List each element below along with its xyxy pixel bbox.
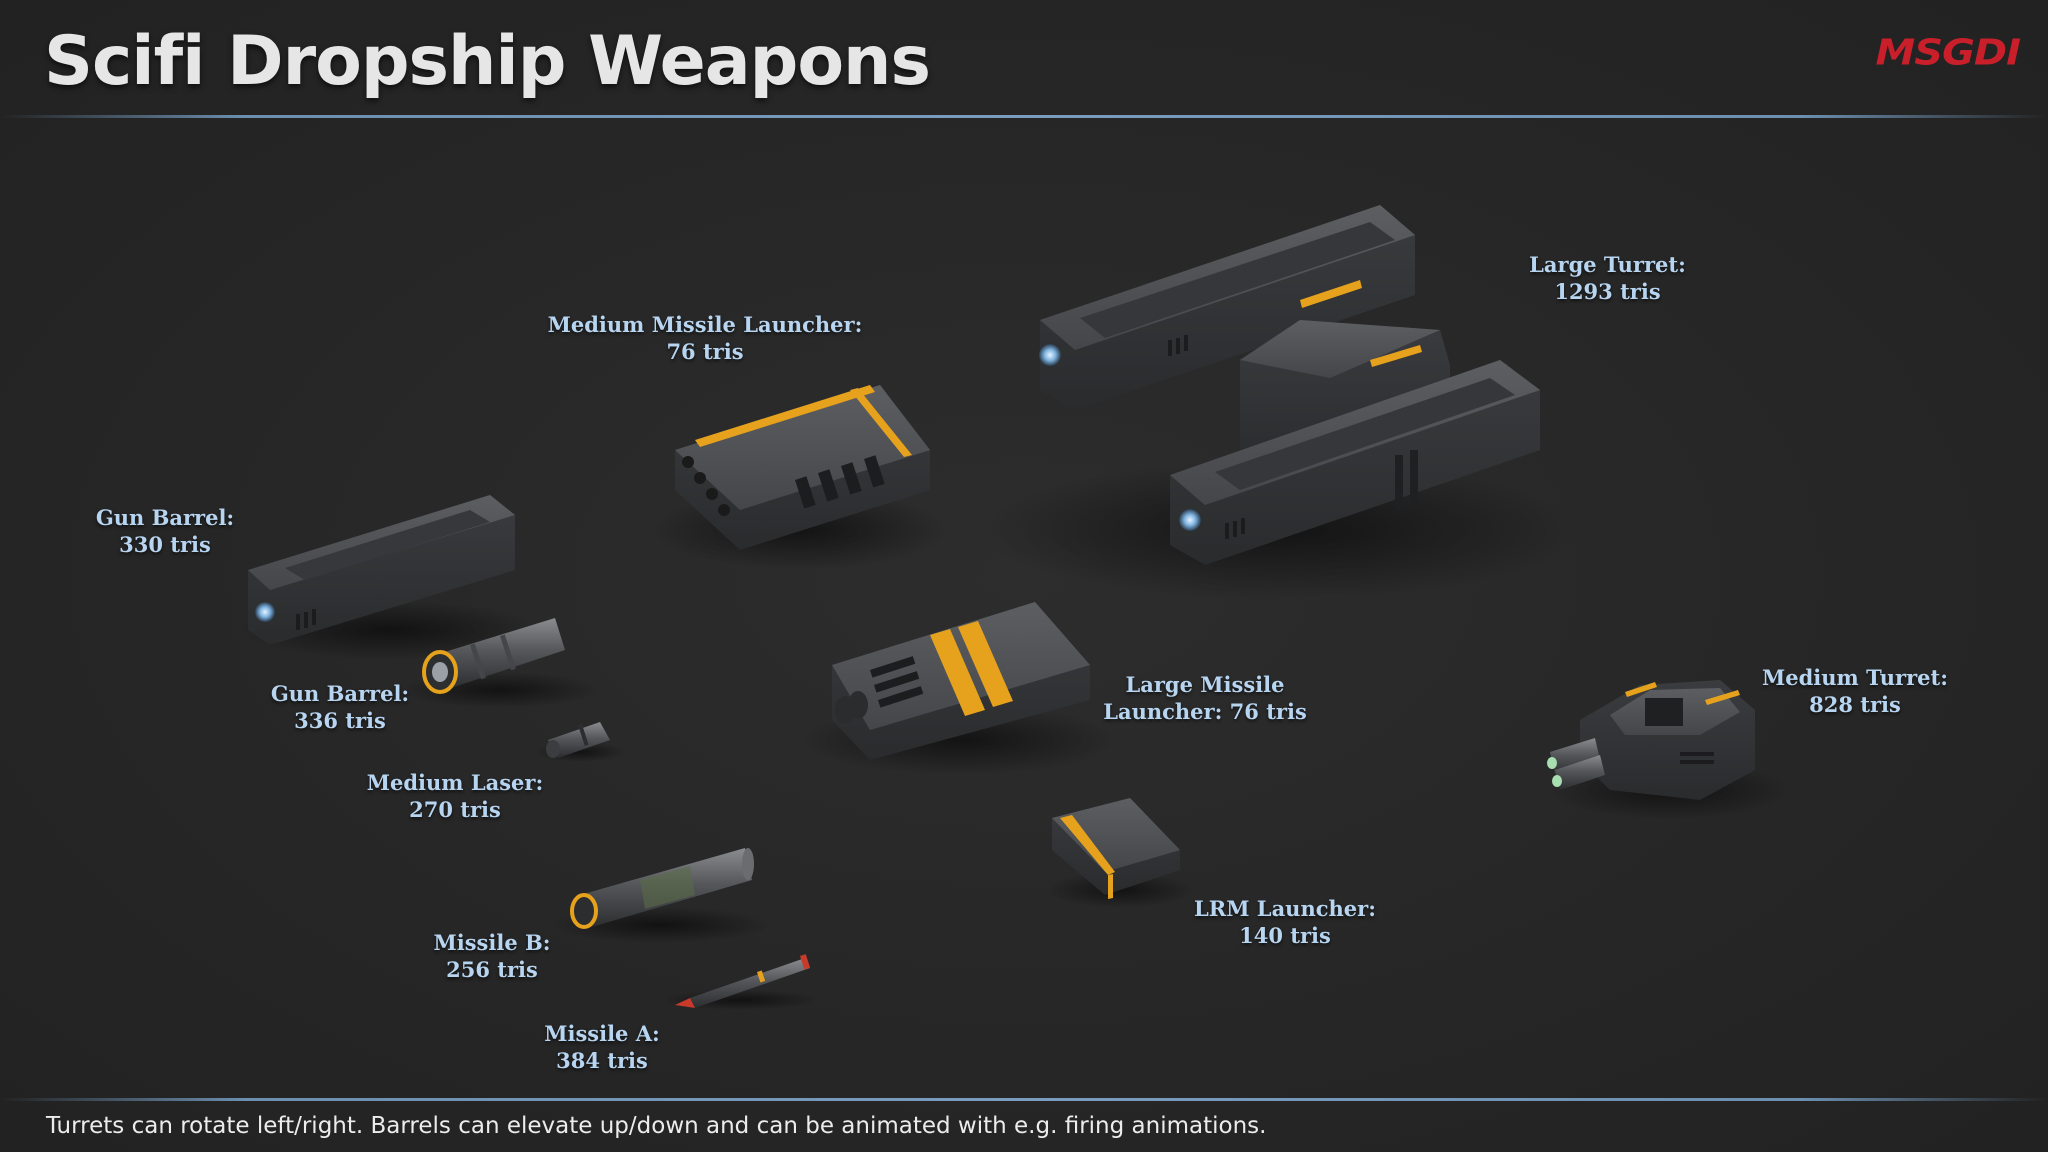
gun-barrel-a-name: Gun Barrel: bbox=[95, 505, 235, 530]
medium-laser-model bbox=[535, 722, 625, 762]
missile-b-tris: 256 tris bbox=[446, 957, 538, 982]
large-turret-label: Large Turret: 1293 tris bbox=[1505, 251, 1710, 305]
large-turret-tris: 1293 tris bbox=[1554, 279, 1661, 304]
msgdi-logo: MSGDI bbox=[1875, 32, 2021, 74]
medium-turret-tris: 828 tris bbox=[1809, 692, 1901, 717]
lrm-launcher-model bbox=[1045, 798, 1195, 908]
medium-turret-label: Medium Turret: 828 tris bbox=[1755, 664, 1955, 718]
gun-barrel-a-model bbox=[240, 495, 540, 660]
large-turret-model bbox=[980, 205, 1580, 600]
medium-laser-label: Medium Laser: 270 tris bbox=[355, 769, 555, 823]
gun-barrel-b-tris: 336 tris bbox=[294, 708, 386, 733]
medium-missile-launcher-name: Medium Missile Launcher: bbox=[547, 312, 863, 337]
missile-a-tris: 384 tris bbox=[556, 1048, 648, 1073]
large-turret-name: Large Turret: bbox=[1529, 252, 1686, 277]
large-missile-launcher-label: Large Missile Launcher: 76 tris bbox=[1100, 671, 1310, 725]
missile-a-model bbox=[660, 954, 820, 1010]
medium-turret-name: Medium Turret: bbox=[1762, 665, 1948, 690]
gun-barrel-b-name: Gun Barrel: bbox=[270, 681, 410, 706]
gun-barrel-b-label: Gun Barrel: 336 tris bbox=[250, 680, 430, 734]
missile-b-label: Missile B: 256 tris bbox=[412, 929, 572, 983]
large-missile-launcher-tris: Launcher: 76 tris bbox=[1103, 699, 1307, 724]
medium-laser-tris: 270 tris bbox=[409, 797, 501, 822]
footer-divider bbox=[0, 1098, 2048, 1101]
page-title: Scifi Dropship Weapons bbox=[44, 22, 931, 101]
large-missile-launcher-name: Large Missile bbox=[1125, 672, 1285, 697]
medium-missile-launcher-label: Medium Missile Launcher: 76 tris bbox=[545, 311, 865, 365]
header-divider bbox=[0, 115, 2048, 118]
lrm-launcher-tris: 140 tris bbox=[1239, 923, 1331, 948]
medium-missile-launcher-tris: 76 tris bbox=[666, 339, 744, 364]
lrm-launcher-name: LRM Launcher: bbox=[1194, 896, 1376, 921]
lrm-launcher-label: LRM Launcher: 140 tris bbox=[1190, 895, 1380, 949]
missile-b-model bbox=[550, 848, 770, 943]
medium-laser-name: Medium Laser: bbox=[366, 770, 544, 795]
footer-note: Turrets can rotate left/right. Barrels c… bbox=[46, 1113, 1267, 1139]
missile-b-name: Missile B: bbox=[433, 930, 551, 955]
missile-a-label: Missile A: 384 tris bbox=[522, 1020, 682, 1074]
medium-turret-model bbox=[1547, 680, 1790, 820]
gun-barrel-b-model bbox=[400, 618, 600, 708]
gun-barrel-a-tris: 330 tris bbox=[119, 532, 211, 557]
missile-a-name: Missile A: bbox=[544, 1021, 660, 1046]
large-missile-launcher-model bbox=[800, 602, 1120, 775]
medium-missile-launcher-model bbox=[650, 385, 950, 570]
gun-barrel-a-label: Gun Barrel: 330 tris bbox=[75, 504, 255, 558]
